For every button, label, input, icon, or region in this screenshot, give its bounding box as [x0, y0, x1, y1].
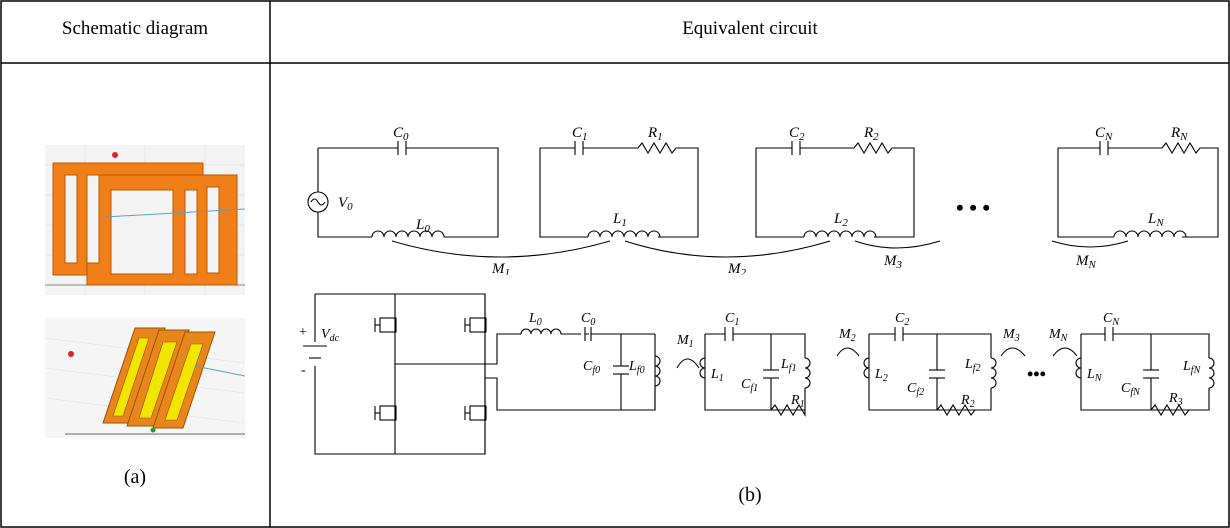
label-m2-b: M2	[838, 327, 856, 344]
caption-b: (b)	[738, 484, 762, 506]
coil-model-image-orange	[45, 145, 245, 295]
label-plus: +	[299, 325, 307, 340]
label-r2-b: R2	[960, 393, 975, 410]
label-mn: MN	[1075, 253, 1097, 271]
top-ellipsis: • • •	[956, 195, 990, 220]
label-c0-b: C0	[581, 311, 595, 328]
top-equivalent-circuit: C0 C1 R1 C2 R2 CN RN L0 L1 L2 LN V0 M1 M…	[307, 125, 1219, 275]
label-mn-b: MN	[1048, 327, 1069, 344]
label-c0: C0	[393, 125, 409, 143]
label-c2: C2	[789, 125, 805, 143]
equivalent-circuit-header: Equivalent circuit	[682, 18, 818, 39]
label-c2-b: C2	[895, 311, 909, 328]
label-r2: R2	[863, 125, 879, 143]
caption-a: (a)	[123, 466, 147, 488]
label-c1-b: C1	[725, 311, 739, 328]
label-cn: CN	[1095, 125, 1113, 143]
label-cf2: Cf2	[907, 381, 924, 398]
label-ln-b: LN	[1086, 367, 1103, 384]
label-cf0: Cf0	[583, 359, 600, 376]
label-l0: L0	[415, 217, 430, 235]
label-l0-b: L0	[528, 311, 542, 328]
label-v0: V0	[338, 195, 353, 213]
label-r1: R1	[647, 125, 663, 143]
label-m3-b: M3	[1002, 327, 1020, 344]
label-rn-b: R3	[1168, 391, 1183, 408]
label-minus: -	[301, 363, 306, 378]
label-m3: M3	[883, 253, 903, 271]
label-lf1: Lf1	[780, 357, 797, 374]
label-ln: LN	[1147, 211, 1164, 229]
label-cfn: CfN	[1121, 381, 1141, 398]
label-m1-b: M1	[676, 333, 694, 350]
label-lfn: LfN	[1182, 359, 1202, 376]
bottom-equivalent-circuit: + - Vdc L0 C0 Cf0 Lf0 M1 L1 C1 Cf1 Lf1 R…	[299, 293, 1215, 455]
coil-model-image-yellow	[45, 318, 245, 438]
label-l2-b: L2	[874, 367, 888, 384]
label-m2: M2	[727, 261, 747, 275]
label-r1-b: R1	[790, 393, 805, 410]
label-rn: RN	[1170, 125, 1188, 143]
label-lf2: Lf2	[964, 357, 981, 374]
label-l1: L1	[612, 211, 627, 229]
label-vdc: Vdc	[321, 327, 340, 344]
label-cn-b: CN	[1103, 311, 1120, 328]
bottom-ellipsis: •••	[1027, 364, 1046, 384]
label-lf0: Lf0	[628, 359, 645, 376]
label-l1-b: L1	[710, 367, 724, 384]
label-cf1: Cf1	[741, 377, 758, 394]
label-c1: C1	[572, 125, 588, 143]
schematic-header: Schematic diagram	[61, 18, 209, 39]
label-l2: L2	[833, 211, 848, 229]
label-m1: M1	[491, 261, 510, 275]
